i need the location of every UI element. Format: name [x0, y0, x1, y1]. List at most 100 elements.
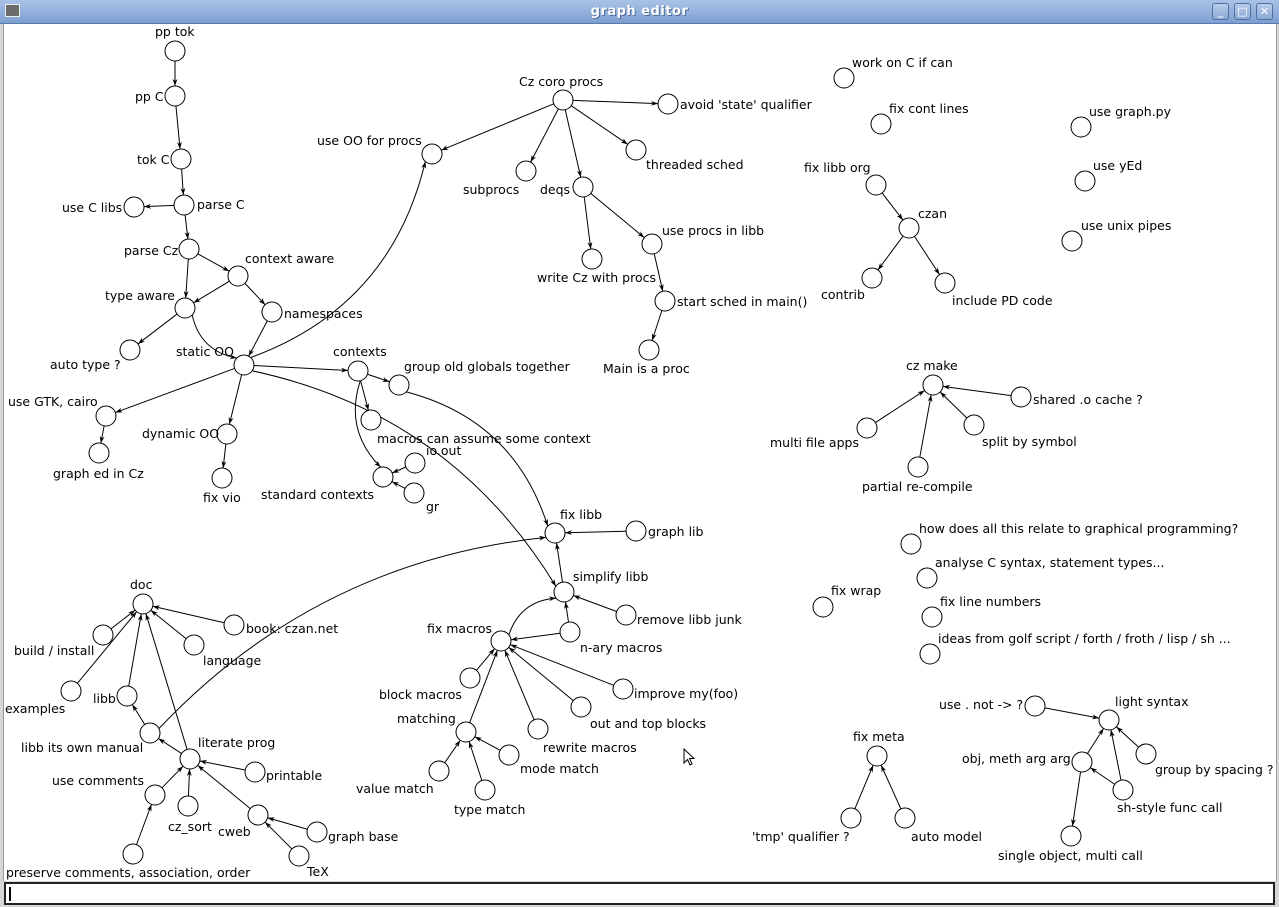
minimize-button[interactable]: _	[1212, 3, 1229, 20]
node-circle[interactable]	[615, 604, 637, 626]
graph-node[interactable]: light syntax	[1098, 694, 1188, 731]
graph-node[interactable]: use OO for procs	[317, 133, 443, 165]
graph-node[interactable]: graph lib	[625, 520, 704, 542]
node-circle[interactable]	[211, 467, 233, 489]
node-circle[interactable]	[119, 339, 141, 361]
graph-node[interactable]: book: czan.net	[223, 614, 338, 636]
node-circle[interactable]	[428, 760, 450, 782]
graph-node[interactable]: simplify libb	[553, 569, 648, 603]
node-circle[interactable]	[306, 821, 328, 843]
node-circle[interactable]	[1098, 709, 1120, 731]
graph-node[interactable]: value match	[356, 760, 450, 796]
node-circle[interactable]	[553, 581, 575, 603]
window-menu-icon[interactable]	[5, 4, 20, 17]
graph-node[interactable]: improve my(foo)	[612, 678, 738, 701]
graph-node[interactable]: remove libb junk	[615, 604, 743, 627]
node-circle[interactable]	[261, 301, 283, 323]
graph-node[interactable]: use graph.py	[1070, 104, 1172, 138]
node-circle[interactable]	[116, 685, 138, 707]
graph-node[interactable]: matching	[397, 711, 477, 743]
graph-node[interactable]: cz_sort	[168, 795, 212, 834]
node-circle[interactable]	[625, 520, 647, 542]
graph-node[interactable]: printable	[244, 761, 322, 783]
graph-node[interactable]: fix libb org	[804, 160, 887, 196]
graph-node[interactable]: literate prog	[179, 735, 275, 770]
graph-node[interactable]: group old globals together	[388, 359, 571, 396]
graph-node[interactable]: context aware	[227, 251, 334, 287]
node-circle[interactable]	[60, 680, 82, 702]
node-circle[interactable]	[1135, 743, 1157, 765]
node-circle[interactable]	[247, 804, 269, 826]
graph-node[interactable]: io.out	[404, 443, 461, 474]
node-circle[interactable]	[455, 721, 477, 743]
node-circle[interactable]	[1074, 170, 1096, 192]
graph-node[interactable]: fix macros	[427, 621, 512, 652]
node-circle[interactable]	[856, 417, 878, 439]
graph-node[interactable]: dynamic OO	[142, 423, 238, 445]
node-circle[interactable]	[1061, 230, 1083, 252]
graph-node[interactable]: standard contexts	[261, 466, 394, 502]
node-circle[interactable]	[233, 354, 255, 376]
graph-node[interactable]: parse Cz	[124, 238, 200, 260]
graph-node[interactable]: doc	[130, 577, 154, 615]
node-circle[interactable]	[921, 606, 943, 628]
graph-node[interactable]: use C libs	[62, 196, 145, 218]
node-circle[interactable]	[919, 643, 941, 665]
node-circle[interactable]	[907, 456, 929, 478]
graph-node[interactable]: libb	[93, 685, 138, 707]
graph-node[interactable]: graph ed in Cz	[53, 442, 144, 481]
graph-node[interactable]: write Cz with procs	[537, 248, 656, 285]
graph-node[interactable]: libb its own manual	[21, 722, 161, 755]
graph-node[interactable]: Cz coro procs	[519, 74, 603, 111]
graph-node[interactable]: pp C	[135, 85, 186, 107]
node-circle[interactable]	[490, 630, 512, 652]
graph-node[interactable]: threaded sched	[625, 139, 744, 172]
node-circle[interactable]	[916, 567, 938, 589]
graph-node[interactable]: fix meta	[853, 729, 905, 767]
node-circle[interactable]	[403, 482, 425, 504]
graph-node[interactable]: deqs	[540, 176, 594, 198]
graph-node[interactable]: how does all this relate to graphical pr…	[900, 521, 1238, 555]
graph-node[interactable]: fix cont lines	[870, 101, 969, 135]
graph-node[interactable]: fix libb	[544, 507, 602, 544]
graph-node[interactable]: macros can assume some context	[360, 409, 591, 446]
graph-node[interactable]: gr	[403, 482, 440, 514]
maximize-button[interactable]: □	[1234, 3, 1251, 20]
graph-node[interactable]: start sched in main()	[654, 290, 807, 312]
node-circle[interactable]	[1070, 116, 1092, 138]
graph-node[interactable]: graph base	[306, 821, 399, 844]
node-circle[interactable]	[123, 196, 145, 218]
graph-node[interactable]: block macros	[379, 667, 481, 702]
node-circle[interactable]	[963, 414, 985, 436]
node-circle[interactable]	[92, 624, 114, 646]
graph-node[interactable]: Main is a proc	[603, 339, 690, 376]
node-circle[interactable]	[183, 634, 205, 656]
node-circle[interactable]	[544, 522, 566, 544]
graph-node[interactable]: fix line numbers	[921, 594, 1041, 628]
node-circle[interactable]	[641, 233, 663, 255]
node-circle[interactable]	[173, 194, 195, 216]
graph-node[interactable]: mode match	[498, 744, 599, 776]
graph-node[interactable]: fix vio	[203, 467, 241, 505]
node-circle[interactable]	[1071, 751, 1093, 773]
node-circle[interactable]	[572, 176, 594, 198]
graph-node[interactable]: cweb	[218, 804, 269, 839]
node-circle[interactable]	[559, 621, 581, 643]
graph-node[interactable]: use yEd	[1074, 158, 1142, 192]
node-circle[interactable]	[244, 761, 266, 783]
node-circle[interactable]	[164, 40, 186, 62]
node-circle[interactable]	[216, 423, 238, 445]
graph-node[interactable]: TeX	[288, 845, 329, 879]
graph-node[interactable]: use GTK, cairo	[8, 394, 117, 427]
node-circle[interactable]	[372, 466, 394, 488]
node-circle[interactable]	[95, 405, 117, 427]
node-circle[interactable]	[288, 845, 310, 867]
node-circle[interactable]	[421, 143, 443, 165]
node-circle[interactable]	[657, 93, 679, 115]
graph-node[interactable]: tok C	[137, 148, 192, 170]
node-circle[interactable]	[174, 297, 196, 319]
node-circle[interactable]	[612, 678, 634, 700]
node-circle[interactable]	[865, 174, 887, 196]
node-circle[interactable]	[177, 795, 199, 817]
